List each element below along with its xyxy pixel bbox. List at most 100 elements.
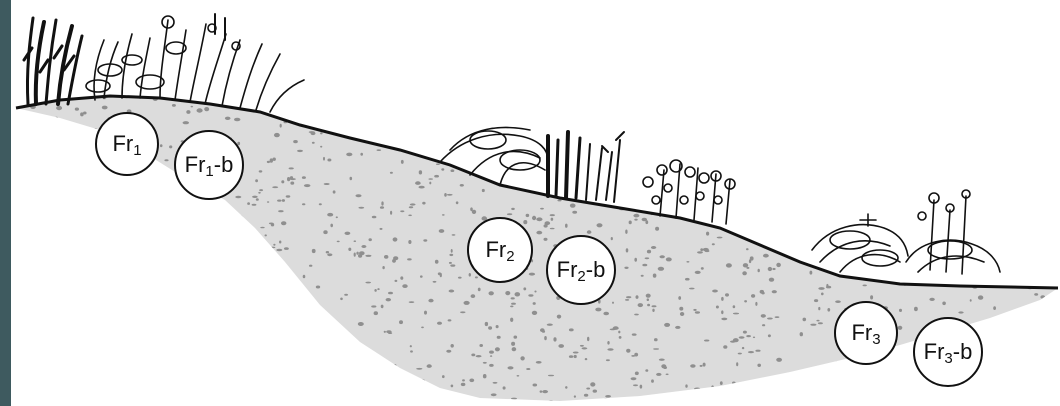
sediment-speckle: [748, 351, 754, 353]
sediment-speckle: [323, 230, 327, 234]
sediment-speckle: [460, 311, 465, 313]
sediment-speckle: [462, 379, 465, 381]
sediment-speckle: [216, 336, 220, 339]
sediment-speckle: [94, 128, 97, 130]
sediment-speckle: [606, 359, 610, 361]
sediment-speckle: [216, 385, 222, 389]
sediment-speckle: [177, 280, 179, 282]
sediment-speckle: [695, 216, 699, 219]
sediment-speckle: [101, 342, 105, 345]
sediment-speckle: [449, 262, 452, 264]
sediment-speckle: [882, 155, 885, 159]
sediment-speckle: [49, 139, 53, 141]
sediment-speckle: [23, 267, 27, 271]
sediment-speckle: [433, 281, 437, 283]
sediment-speckle: [83, 130, 87, 133]
sediment-speckle: [1002, 187, 1008, 190]
sediment-speckle: [720, 387, 723, 391]
sediment-speckle: [803, 127, 809, 130]
sediment-speckle: [327, 253, 332, 256]
sediment-speckle: [153, 317, 158, 321]
sediment-speckle: [489, 291, 494, 295]
sediment-speckle: [409, 206, 413, 208]
sediment-speckle: [170, 379, 172, 382]
sediment-speckle: [348, 378, 351, 380]
sediment-speckle: [736, 190, 742, 192]
sediment-speckle: [471, 294, 476, 298]
sediment-speckle: [770, 193, 772, 196]
sediment-speckle: [63, 175, 68, 179]
sediment-speckle: [607, 341, 609, 345]
sediment-speckle: [393, 364, 396, 366]
sediment-speckle: [316, 286, 320, 289]
sediment-speckle: [40, 200, 45, 203]
sediment-speckle: [117, 279, 123, 282]
sediment-speckle: [435, 153, 438, 155]
sediment-speckle: [544, 224, 548, 227]
sediment-speckle: [557, 199, 561, 201]
sediment-speckle: [838, 110, 841, 112]
sediment-speckle: [333, 190, 336, 193]
sediment-speckle: [220, 359, 225, 361]
sediment-speckle: [389, 390, 393, 394]
sediment-speckle: [640, 93, 643, 97]
sediment-speckle: [787, 127, 793, 130]
sediment-speckle: [386, 298, 391, 301]
sediment-speckle: [986, 106, 991, 109]
sediment-speckle: [863, 383, 866, 386]
sediment-speckle: [251, 387, 255, 390]
sediment-speckle: [258, 340, 261, 343]
sediment-speckle: [313, 368, 319, 372]
sediment-speckle: [905, 185, 907, 187]
sediment-speckle: [708, 105, 713, 108]
sediment-speckle: [319, 203, 322, 205]
sediment-speckle: [821, 401, 824, 403]
sediment-speckle: [789, 148, 794, 150]
sediment-speckle: [41, 243, 47, 245]
sediment-speckle: [1016, 283, 1019, 286]
sediment-speckle: [497, 336, 501, 339]
sediment-speckle: [332, 119, 336, 121]
sediment-speckle: [1002, 277, 1005, 279]
sediment-speckle: [1001, 339, 1006, 341]
sediment-speckle: [149, 317, 152, 319]
sediment-speckle: [573, 352, 579, 354]
sediment-speckle: [388, 332, 392, 334]
sediment-speckle: [380, 375, 383, 379]
sediment-speckle: [156, 164, 160, 166]
sediment-speckle: [436, 163, 440, 165]
sediment-speckle: [448, 319, 452, 321]
sediment-speckle: [44, 377, 50, 380]
sediment-speckle: [169, 145, 172, 148]
sediment-speckle: [536, 361, 542, 364]
sediment-speckle: [20, 202, 25, 205]
sediment-speckle: [651, 116, 657, 120]
sediment-speckle: [330, 395, 335, 398]
sediment-speckle: [684, 127, 687, 131]
sediment-speckle: [1000, 193, 1003, 196]
sediment-speckle: [675, 326, 680, 329]
sediment-speckle: [422, 202, 425, 205]
sediment-speckle: [1002, 101, 1006, 104]
sediment-speckle: [121, 233, 123, 236]
sediment-speckle: [635, 372, 639, 376]
sediment-speckle: [489, 364, 494, 367]
sediment-speckle: [668, 211, 674, 215]
sediment-speckle: [899, 309, 902, 312]
sediment-speckle: [1044, 96, 1047, 100]
sediment-speckle: [970, 103, 973, 105]
sediment-speckle: [569, 328, 574, 331]
sediment-speckle: [733, 305, 736, 308]
sediment-speckle: [213, 271, 219, 274]
sediment-speckle: [511, 303, 516, 305]
sediment-speckle: [312, 376, 317, 380]
sediment-speckle: [28, 368, 32, 370]
sediment-speckle: [482, 189, 485, 192]
sediment-speckle: [716, 306, 719, 309]
sediment-speckle: [1039, 159, 1045, 162]
sediment-speckle: [1025, 358, 1027, 362]
sediment-speckle: [1009, 194, 1013, 197]
sediment-speckle: [274, 133, 280, 137]
sediment-speckle: [381, 305, 384, 309]
sediment-speckle: [182, 380, 188, 384]
